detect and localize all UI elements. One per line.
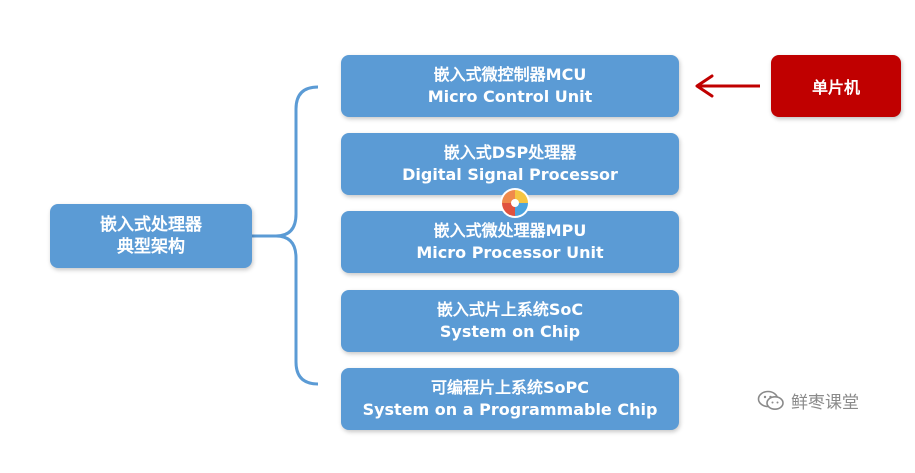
root-label-line2: 典型架构 <box>117 237 185 257</box>
node-cn-label: 嵌入式微控制器MCU <box>433 65 587 84</box>
annotation-label: 单片机 <box>811 78 860 97</box>
node-soc: 嵌入式片上系统SoC System on Chip <box>341 290 679 352</box>
node-mcu: 嵌入式微控制器MCU Micro Control Unit <box>341 55 679 117</box>
node-dsp: 嵌入式DSP处理器 Digital Signal Processor <box>341 133 679 195</box>
node-cn-label: 嵌入式片上系统SoC <box>436 300 584 319</box>
mcu-annotation-tag: 单片机 <box>771 55 901 117</box>
watermark: 鲜枣课堂 <box>757 388 859 413</box>
node-en-label: Digital Signal Processor <box>402 165 618 184</box>
node-mpu: 嵌入式微处理器MPU Micro Processor Unit <box>341 211 679 273</box>
arrow-head <box>695 74 714 98</box>
wechat-icon <box>757 390 784 410</box>
node-cn-label: 可编程片上系统SoPC <box>431 378 589 397</box>
node-sopc: 可编程片上系统SoPC System on a Programmable Chi… <box>341 368 679 430</box>
node-cn-label: 嵌入式DSP处理器 <box>443 143 577 162</box>
node-en-label: Micro Control Unit <box>427 87 593 106</box>
node-en-label: System on Chip <box>439 322 581 341</box>
watermark-text: 鲜枣课堂 <box>791 393 859 413</box>
root-label-line1: 嵌入式处理器 <box>100 215 202 235</box>
root-node: 嵌入式处理器 典型架构 <box>50 204 252 268</box>
badge-icon <box>500 188 530 218</box>
node-en-label: Micro Processor Unit <box>416 243 604 262</box>
node-en-label: System on a Programmable Chip <box>362 400 658 419</box>
node-cn-label: 嵌入式微处理器MPU <box>433 221 587 240</box>
bracket-line <box>275 85 319 386</box>
